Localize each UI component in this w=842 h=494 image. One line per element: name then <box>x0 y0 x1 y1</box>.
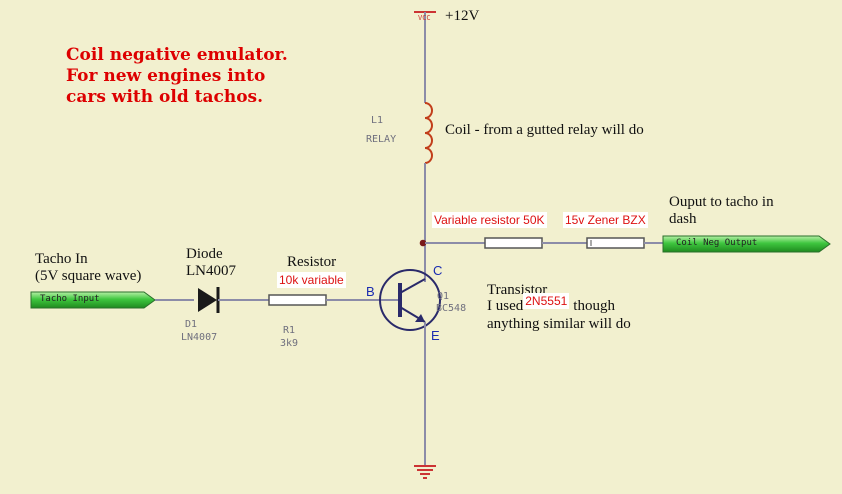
var-resistor-label: Variable resistor 50K <box>432 212 547 228</box>
transistor-note-suffix: though <box>573 298 615 314</box>
title-line-1: Coil negative emulator. <box>66 45 288 65</box>
output-heading-line-1: Ouput to tacho in <box>669 194 774 210</box>
base-resistor <box>268 294 327 306</box>
input-heading-line-2: (5V square wave) <box>35 268 142 284</box>
transistor-q1 <box>379 269 441 331</box>
output-connector <box>662 235 831 253</box>
transistor-ref: Q1 <box>437 291 450 302</box>
input-heading-line-1: Tacho In <box>35 251 88 267</box>
transistor-note-prefix: I used <box>487 298 524 314</box>
coil-note: Coil - from a gutted relay will do <box>445 122 644 138</box>
resistor-box-label: 10k variable <box>277 272 346 288</box>
diode-heading-line-1: Diode <box>186 246 223 262</box>
input-connector-label: Tacho Input <box>40 294 100 304</box>
transistor-note-line-3: anything similar will do <box>487 316 631 332</box>
diode-ref: D1 <box>185 319 198 330</box>
resistor-heading: Resistor <box>287 254 337 270</box>
coil-ref: L1 <box>371 115 384 126</box>
diode-heading-line-2: LN4007 <box>186 263 236 279</box>
svg-text:VCC: VCC <box>418 14 431 22</box>
zener-diode <box>586 237 645 249</box>
output-connector-label: Coil Neg Output <box>676 238 758 248</box>
variable-resistor-50k <box>484 237 543 249</box>
resistor-value: 3k9 <box>280 338 299 349</box>
transistor-value: BC548 <box>436 303 467 314</box>
title-line-2: For new engines into <box>66 66 266 86</box>
title-line-3: cars with old tachos. <box>66 87 264 107</box>
input-connector <box>30 291 156 309</box>
diode-ln4007 <box>198 287 220 313</box>
coil-value: RELAY <box>366 134 397 145</box>
coil-inductor <box>424 102 433 164</box>
ground-symbol <box>414 465 436 479</box>
diode-value: LN4007 <box>181 332 218 343</box>
supply-label: +12V <box>445 8 480 24</box>
resistor-ref: R1 <box>283 325 296 336</box>
pin-emitter: E <box>431 328 440 343</box>
vcc-symbol: VCC <box>414 11 436 24</box>
transistor-part-label: 2N5551 <box>523 293 570 309</box>
junction-dot <box>419 239 427 247</box>
pin-collector: C <box>433 263 443 278</box>
output-heading-line-2: dash <box>669 211 697 227</box>
zener-label: 15v Zener BZX <box>563 212 648 228</box>
pin-base: B <box>366 284 375 299</box>
